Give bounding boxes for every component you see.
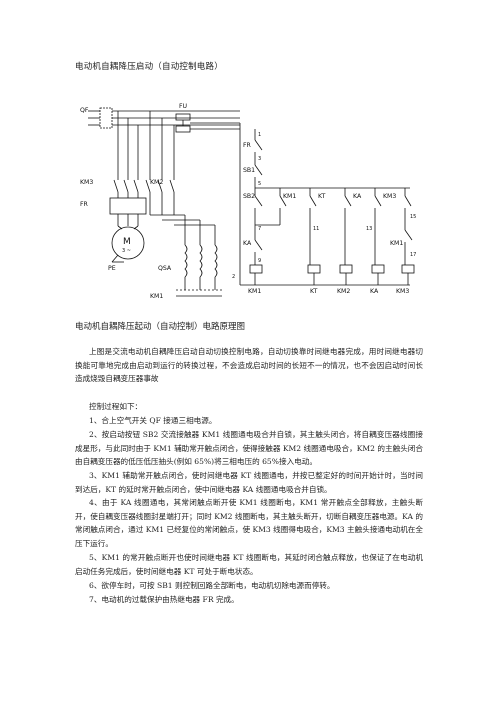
label-kt: KT	[318, 193, 326, 200]
label-km3: KM3	[383, 193, 396, 200]
label-fu: FU	[179, 103, 187, 110]
coil-label-ka: KA	[370, 288, 379, 295]
label-n9: 9	[258, 258, 261, 264]
paragraph-step-3: 3、KM1 辅助常开触点闭合，使时间继电器 KT 线圈通电，并按已整定好的时间开…	[75, 471, 423, 494]
page-title: 电动机自耦降压启动（自动控制电路）	[75, 62, 223, 72]
label-km1-transformer: KM1	[150, 293, 163, 300]
label-motor-m: M	[123, 237, 131, 247]
label-n17: 17	[410, 252, 416, 258]
label-km2: KM2	[150, 179, 163, 186]
paragraph-step-5: 5、KM1 的常开触点断开也使时间继电器 KT 线圈断电，其延时闭合触点释放，也…	[75, 553, 423, 576]
label-n1: 1	[258, 132, 261, 138]
label-ka-lower: KA	[243, 240, 252, 247]
label-qsa: QSA	[158, 265, 172, 272]
label-n2: 2	[232, 274, 235, 280]
label-n3: 3	[258, 156, 261, 162]
label-n15: 15	[410, 214, 416, 220]
label-km1: KM1	[283, 193, 296, 200]
paragraph-intro: 上图是交流电动机自耦降压启动自动切换控制电路，自动切换靠时间继电器完成，用时间继…	[75, 347, 423, 383]
paragraph-step-1: 1、合上空气开关 QF 接通三相电源。	[89, 416, 217, 425]
coil-label-km3: KM3	[396, 288, 409, 295]
paragraph-step-7: 7、电动机的过载保护由热继电器 FR 完成。	[89, 595, 239, 604]
figure-caption: 电动机自耦降压起动（自动控制）电路原理图	[75, 322, 246, 332]
label-sb2: SB2	[243, 193, 255, 200]
paragraph-control-heading: 控制过程如下：	[89, 402, 143, 411]
coil-label-kt: KT	[310, 288, 318, 295]
label-motor-sub: 3 ~	[122, 248, 131, 254]
coil-label-km2: KM2	[337, 288, 350, 295]
label-sb1: SB1	[243, 167, 255, 174]
label-n13: 13	[366, 226, 372, 232]
paragraph-step-2: 2、按启动按钮 SB2 交流接触器 KM1 线圈通电吸合并自锁，其主触头闭合，将…	[75, 430, 423, 466]
label-km1-lower: KM1	[390, 240, 403, 247]
label-fr-top: FR	[243, 142, 252, 149]
label-n7: 7	[258, 226, 261, 232]
label-fr: FR	[80, 201, 89, 208]
label-n5: 5	[258, 181, 261, 187]
label-qf: QF	[80, 107, 89, 114]
paragraph-step-6: 6、欲停车时，可按 SB1 则控制回路全部断电，电动机切除电源而停转。	[89, 581, 335, 590]
label-ka: KA	[353, 193, 362, 200]
coil-label-km1: KM1	[248, 288, 261, 295]
label-km3-main: KM3	[80, 179, 93, 186]
paragraph-step-4: 4、由于 KA 线圈通电，其常闭触点断开使 KM1 线圈断电，KM1 常开触点全…	[75, 498, 423, 548]
label-pe: PE	[108, 265, 116, 272]
label-n11: 11	[313, 226, 319, 232]
